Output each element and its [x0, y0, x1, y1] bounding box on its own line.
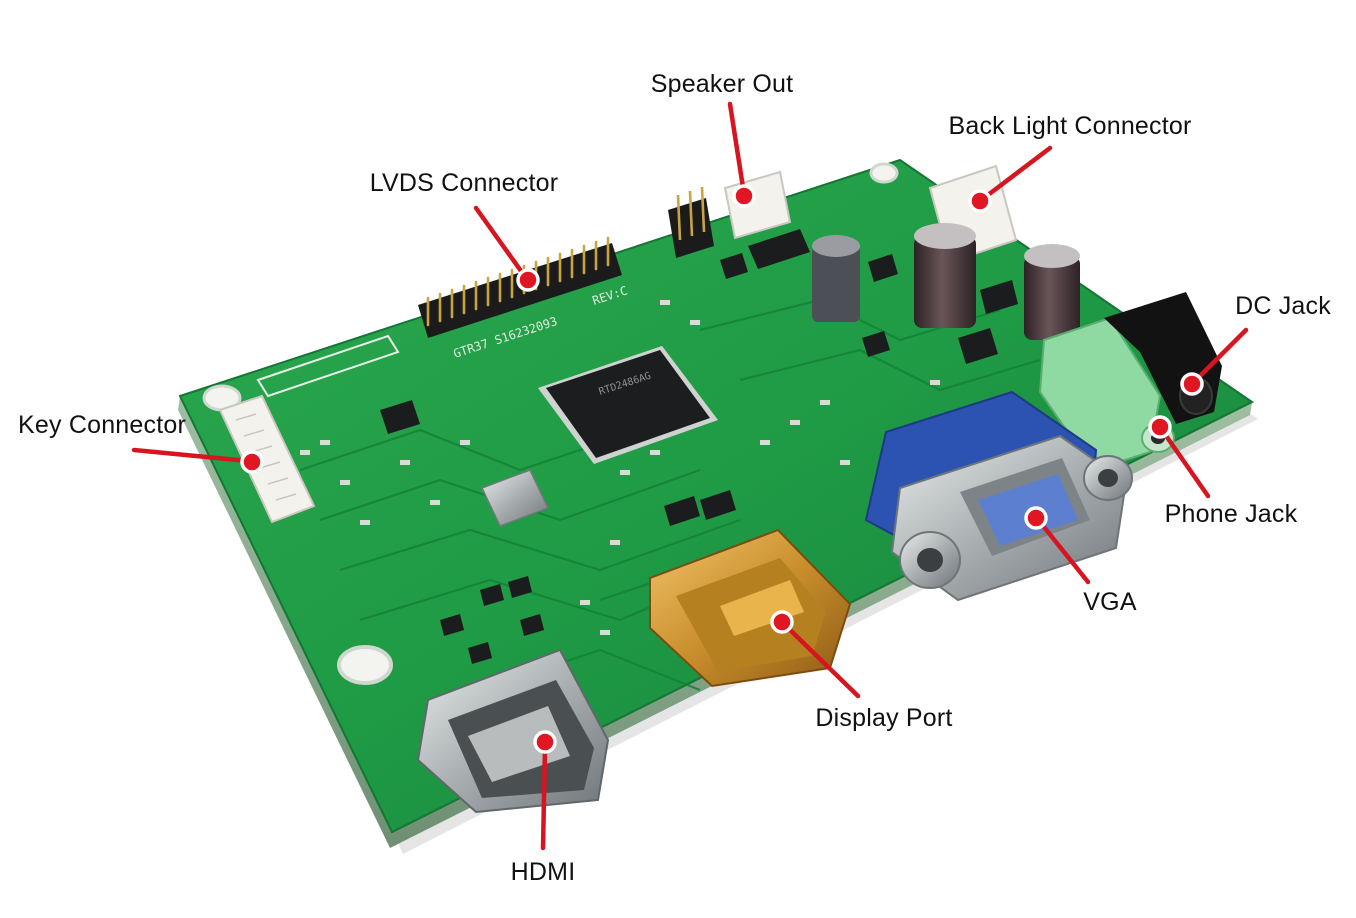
callout-back-light-connector: Back Light Connector [948, 112, 1191, 213]
dot-lvds-connector [516, 268, 540, 292]
dot-dc-jack [1180, 372, 1204, 396]
callout-vga: VGA [1024, 506, 1137, 616]
main-chip: RTD2486AG [538, 346, 718, 464]
dot-key-connector [240, 450, 264, 474]
leader-phone-jack [1159, 427, 1211, 499]
small-ics [380, 229, 1018, 664]
leader-speaker-out [727, 101, 747, 197]
dot-phone-jack [1148, 415, 1172, 439]
capacitors [812, 223, 1080, 340]
leader-lvds-connector [473, 205, 529, 281]
hdmi-part [416, 648, 610, 814]
label-display-port: Display Port [815, 704, 952, 732]
label-phone-jack: Phone Jack [1165, 500, 1298, 528]
display-port-part [649, 528, 852, 688]
dot-vga [1024, 506, 1048, 530]
label-lvds-connector: LVDS Connector [370, 169, 559, 197]
dot-speaker-out [732, 184, 756, 208]
dot-hdmi [533, 730, 557, 754]
label-speaker-out: Speaker Out [651, 70, 794, 98]
callout-key-connector: Key Connector [18, 411, 264, 474]
silkscreen-outline [256, 334, 400, 398]
label-dc-jack: DC Jack [1235, 292, 1331, 320]
leader-vga [1037, 519, 1091, 585]
crystal-oscillator [480, 469, 550, 527]
leader-key-connector [131, 447, 251, 464]
callout-phone-jack: Phone Jack [1148, 415, 1298, 528]
key-connector-part [218, 394, 316, 524]
dot-display-port [770, 610, 794, 634]
label-hdmi: HDMI [511, 858, 576, 886]
callout-dc-jack: DC Jack [1180, 292, 1331, 396]
leader-dc-jack [1193, 327, 1249, 383]
lvds-pin-header [418, 236, 622, 338]
callout-display-port: Display Port [770, 610, 952, 732]
leader-back-light-connector [981, 145, 1053, 201]
leader-display-port [783, 623, 861, 699]
callout-lvds-connector: LVDS Connector [370, 169, 559, 292]
dot-back-light-connector [968, 189, 992, 213]
label-key-connector: Key Connector [18, 411, 186, 439]
smd-components [300, 300, 940, 635]
mounting-holes [202, 162, 899, 685]
callout-speaker-out: Speaker Out [651, 70, 794, 208]
label-back-light-connector: Back Light Connector [948, 112, 1191, 140]
leader-hdmi [540, 743, 548, 851]
callout-hdmi: HDMI [511, 730, 576, 886]
label-vga: VGA [1083, 588, 1137, 616]
